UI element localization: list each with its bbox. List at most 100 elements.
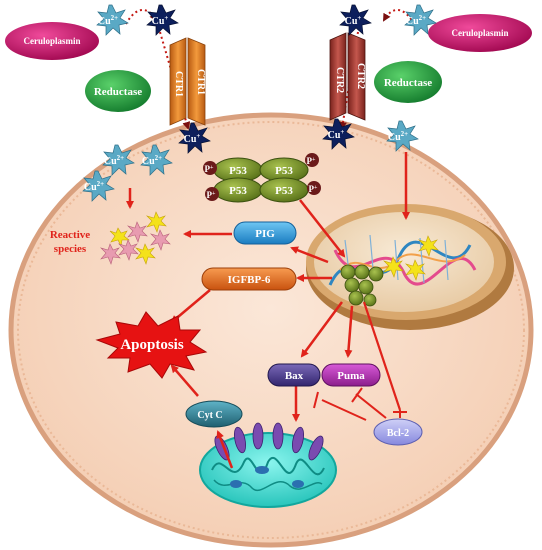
p53-tetramer: P53 P53 P53 P53 P+ P+ P+ P+	[203, 153, 321, 203]
cu2-ion-cyto-a: Cu2+	[102, 144, 135, 176]
reactive-species-label-line1: Reactive	[50, 229, 90, 241]
cu1-ion-inside-mid: Cu+	[322, 118, 355, 150]
reductase-left: Reductase	[85, 70, 151, 112]
p53-label-3: P53	[229, 185, 247, 197]
cu2-ion-inside-right: Cu2+	[386, 120, 419, 152]
inhibition-lines	[313, 387, 407, 421]
bax-label: Bax	[285, 370, 304, 382]
copper-burst-icon	[382, 235, 439, 281]
p53-label-4: P53	[275, 185, 293, 197]
phospho-tag-3: P+	[205, 187, 219, 201]
p53-label-1: P53	[229, 165, 247, 177]
svg-text:Cu2+: Cu2+	[98, 14, 118, 27]
ctr1-back-label: CTR1	[173, 71, 184, 97]
ctr2-transporter: CTR2 CTR2	[329, 32, 366, 121]
reductase-right: Reductase	[374, 61, 442, 103]
svg-text:Cu+: Cu+	[184, 132, 201, 145]
cu2-ion-cyto-c: Cu2+	[82, 170, 115, 202]
puma-label: Puma	[337, 370, 365, 382]
cu2-top-right-sup: 2+	[419, 14, 427, 22]
phospho-tag-2: P+	[305, 153, 319, 167]
cu1-ion-top-left: Cu+	[146, 4, 179, 36]
phospho-4-sup: +	[314, 185, 318, 191]
reductase-left-label: Reductase	[94, 86, 142, 98]
ceruloplasmin-right: Ceruloplasmin	[428, 14, 532, 52]
nucleus	[306, 204, 514, 330]
cu2-cyto-b-sup: 2+	[155, 154, 163, 162]
svg-text:Cu+: Cu+	[345, 14, 362, 27]
cell-membrane-inner	[17, 121, 525, 539]
phospho-1-sup: +	[210, 165, 214, 171]
reductase-right-label: Reductase	[384, 77, 432, 89]
phospho-2-text: P	[307, 156, 313, 166]
puma-node: Puma	[321, 363, 381, 387]
svg-text:Cu+: Cu+	[152, 14, 169, 27]
p53-label-2: P53	[275, 165, 293, 177]
cu1-top-right-sup: +	[357, 14, 361, 22]
cytc-label: Cyt C	[197, 410, 222, 421]
phospho-tag-1: P+	[203, 161, 217, 175]
svg-text:Cu2+: Cu2+	[406, 14, 426, 27]
cu1-top-left-sup: +	[164, 14, 168, 22]
cu2-top-left-text: Cu	[98, 16, 111, 27]
pig-label: PIG	[255, 228, 275, 240]
phospho-3-text: P	[207, 190, 213, 200]
svg-text:P+: P+	[309, 184, 319, 194]
apoptosis-label: Apoptosis	[120, 337, 184, 353]
svg-text:P+: P+	[205, 164, 215, 174]
p53-nuclear-cluster	[340, 264, 384, 307]
phospho-tag-4: P+	[307, 181, 321, 195]
ctr2-back-label: CTR2	[334, 67, 345, 93]
phospho-1-text: P	[205, 164, 211, 174]
bax-node: Bax	[267, 363, 321, 387]
cu1-ion-top-right: Cu+	[339, 4, 372, 36]
reactive-species-label-line2: species	[54, 243, 87, 255]
cu1-in-left-sup: +	[196, 132, 200, 140]
cu1-in-mid-sup: +	[340, 128, 344, 136]
bcl2-label: Bcl-2	[387, 428, 409, 439]
phospho-2-sup: +	[312, 157, 316, 163]
cu2-in-right-text: Cu	[388, 132, 401, 143]
pathway-arrows	[126, 152, 410, 469]
igfbp6-node: IGFBP-6	[201, 267, 297, 291]
cu2-ion-top-right: Cu2+	[404, 4, 437, 36]
svg-text:Cu2+: Cu2+	[142, 154, 162, 167]
cu2-cyto-a-sup: 2+	[117, 154, 125, 162]
cu2-ion-top-left: Cu2+	[96, 4, 129, 36]
bcl2-node: Bcl-2	[373, 418, 423, 446]
cu1-in-mid-text: Cu	[328, 130, 341, 141]
cu1-top-left-text: Cu	[152, 16, 165, 27]
ctr1-transporter: CTR1 CTR1	[169, 37, 206, 126]
ctr2-front-label: CTR2	[355, 63, 366, 89]
cytc-node: Cyt C	[185, 400, 243, 428]
cu2-top-left-sup: 2+	[111, 14, 119, 22]
svg-text:Cu2+: Cu2+	[388, 130, 408, 143]
svg-text:P+: P+	[207, 190, 217, 200]
phospho-4-text: P	[309, 184, 315, 194]
ceruloplasmin-right-label: Ceruloplasmin	[451, 28, 508, 38]
svg-text:P+: P+	[307, 156, 317, 166]
pig-node: PIG	[233, 221, 297, 245]
cu2-cyto-b-text: Cu	[142, 156, 155, 167]
igfbp6-label: IGFBP-6	[228, 274, 271, 286]
cu2-cyto-a-text: Cu	[104, 156, 117, 167]
apoptosis-burst: Apoptosis	[95, 311, 208, 379]
mitochondrion	[199, 422, 337, 508]
ceruloplasmin-left-label: Ceruloplasmin	[23, 36, 80, 46]
svg-text:Cu2+: Cu2+	[84, 180, 104, 193]
ceruloplasmin-left: Ceruloplasmin	[5, 22, 99, 60]
cu2-top-right-text: Cu	[406, 16, 419, 27]
ctr1-front-label: CTR1	[195, 69, 206, 95]
cu1-top-right-text: Cu	[345, 16, 358, 27]
cu2-cyto-c-text: Cu	[84, 182, 97, 193]
cu2-ion-cyto-b: Cu2+	[140, 144, 173, 176]
cu2-in-right-sup: 2+	[401, 130, 409, 138]
cu1-ion-inside-left: Cu+	[178, 122, 211, 154]
cu2-cyto-c-sup: 2+	[97, 180, 105, 188]
phospho-3-sup: +	[212, 191, 216, 197]
reactive-species-burst-icon	[99, 211, 171, 265]
svg-text:Cu+: Cu+	[328, 128, 345, 141]
svg-text:Cu2+: Cu2+	[104, 154, 124, 167]
